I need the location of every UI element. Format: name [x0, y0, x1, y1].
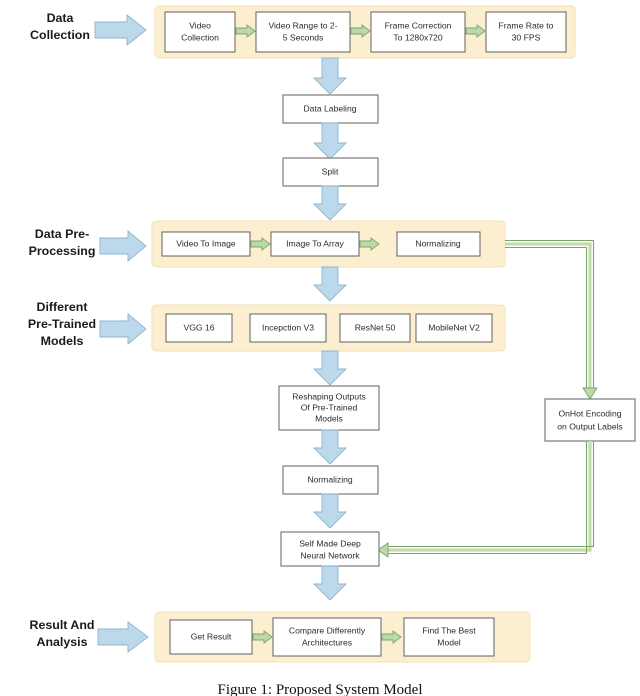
node-image-to-array[interactable] — [270, 231, 360, 257]
flow-arrow-normalizing-to-dnn-icon — [312, 493, 348, 529]
node-normalizing-1[interactable] — [396, 231, 481, 257]
node-compare-architectures[interactable] — [272, 617, 382, 657]
node-normalizing-1-label: Normalizing — [415, 238, 461, 248]
node-video-range-line1: Video Range to 2- — [268, 20, 337, 30]
green-connector-to-dnn-outline-b — [388, 441, 595, 548]
stage-label-result-line2: Analysis — [37, 635, 88, 649]
connector-arrow-3-icon — [465, 24, 486, 38]
green-connector-arrowhead-onehot-icon — [582, 387, 598, 400]
node-frame-correction-line2: To 1280x720 — [393, 32, 442, 42]
node-frame-rate-line2: 30 FPS — [512, 32, 541, 42]
node-onehot-line2: on Output Labels — [557, 421, 622, 431]
connector-arrow-5-icon — [359, 237, 380, 251]
connector-arrow-6-icon — [252, 630, 273, 644]
flow-arrow-preprocessing-to-models-icon — [312, 266, 348, 302]
stage-arrow-preprocessing-icon — [99, 230, 147, 262]
flow-arrow-split-to-preprocessing-icon — [312, 185, 348, 221]
connector-arrow-1-icon — [235, 24, 256, 38]
stage-arrow-models-icon — [99, 313, 147, 345]
node-frame-rate-line1: Frame Rate to — [499, 20, 554, 30]
node-video-collection-line1: Video — [189, 20, 211, 30]
node-video-to-image[interactable] — [161, 231, 251, 257]
node-vgg16[interactable] — [165, 313, 233, 343]
figure-caption: Figure 1: Proposed System Model — [218, 682, 423, 696]
stage-label-result-line1: Result And — [30, 618, 95, 632]
flow-arrow-dnn-to-results-icon — [312, 565, 348, 601]
node-data-labeling[interactable] — [282, 94, 379, 124]
node-video-range[interactable] — [255, 11, 351, 53]
stage-label-preprocessing-line1: Data Pre- — [35, 227, 89, 241]
flow-arrow-reshaping-to-normalizing-icon — [312, 429, 348, 465]
stage-label-models-line2: Pre-Trained — [28, 317, 96, 331]
node-self-made-dnn[interactable] — [280, 531, 380, 567]
node-self-made-dnn-line1: Self Made Deep — [299, 538, 361, 548]
stage-arrow-result-icon — [97, 621, 149, 653]
node-mobilenet-v2-label: MobileNet V2 — [428, 322, 480, 332]
node-image-to-array-label: Image To Array — [286, 238, 344, 248]
stage-arrow-data-collection-icon — [94, 14, 147, 46]
node-frame-rate[interactable] — [485, 11, 567, 53]
node-onehot-encoding[interactable] — [544, 398, 636, 442]
green-connector-arrowhead-dnn-icon — [377, 542, 389, 558]
node-reshaping-line3: Models — [315, 413, 343, 423]
node-find-best-line2: Model — [437, 637, 460, 647]
green-connector-to-dnn-fill — [388, 441, 592, 552]
node-frame-correction-line1: Frame Correction — [385, 20, 452, 30]
node-inception-v3-label: Incepction V3 — [262, 322, 314, 332]
node-frame-correction[interactable] — [370, 11, 466, 53]
node-normalizing-2-label: Normalizing — [307, 474, 353, 484]
green-connector-to-onehot-outline-b — [505, 246, 588, 388]
green-connector-to-onehot-outline-a — [505, 239, 595, 388]
node-get-result[interactable] — [169, 619, 253, 655]
green-connector-to-onehot-fill — [505, 242, 592, 388]
node-onehot-line1: OnHot Encoding — [558, 408, 621, 418]
node-reshaping-line1: Reshaping Outputs — [292, 391, 366, 401]
node-mobilenet-v2[interactable] — [415, 313, 493, 343]
connector-arrow-2-icon — [350, 24, 371, 38]
node-find-best-model[interactable] — [403, 617, 495, 657]
stage-label-models-line1: Different — [37, 300, 88, 314]
flow-arrow-models-to-reshaping-icon — [312, 350, 348, 386]
node-compare-line1: Compare Differently — [289, 625, 366, 635]
node-self-made-dnn-line2: Neural Network — [300, 550, 360, 560]
stage-label-preprocessing-line2: Processing — [29, 244, 96, 258]
node-data-labeling-label: Data Labeling — [303, 103, 356, 113]
flow-arrow-labeling-to-split-icon — [312, 122, 348, 160]
node-inception-v3[interactable] — [249, 313, 327, 343]
node-split-label: Split — [322, 166, 339, 176]
node-normalizing-2[interactable] — [282, 465, 379, 495]
flow-arrow-collection-to-labeling-icon — [312, 57, 348, 95]
node-video-collection[interactable] — [164, 11, 236, 53]
connector-arrow-4-icon — [250, 237, 271, 251]
node-reshaping-line2: Of Pre-Trained — [301, 402, 358, 412]
node-vgg16-label: VGG 16 — [183, 322, 214, 332]
stage-label-models-line3: Models — [41, 334, 84, 348]
node-split[interactable] — [282, 157, 379, 187]
node-video-to-image-label: Video To Image — [176, 238, 236, 248]
node-reshaping-outputs[interactable] — [278, 385, 380, 431]
connector-arrow-7-icon — [381, 630, 402, 644]
node-video-collection-line2: Collection — [181, 32, 219, 42]
node-get-result-label: Get Result — [191, 631, 232, 641]
node-video-range-line2: 5 Seconds — [283, 32, 324, 42]
node-compare-line2: Architectures — [302, 637, 352, 647]
stage-label-data-collection-line1: Data — [47, 11, 74, 25]
stage-label-data-collection-line2: Collection — [30, 28, 90, 42]
node-resnet50-label: ResNet 50 — [355, 322, 396, 332]
green-connector-to-dnn-outline-a — [388, 441, 588, 555]
node-resnet50[interactable] — [339, 313, 411, 343]
node-find-best-line1: Find The Best — [422, 625, 476, 635]
